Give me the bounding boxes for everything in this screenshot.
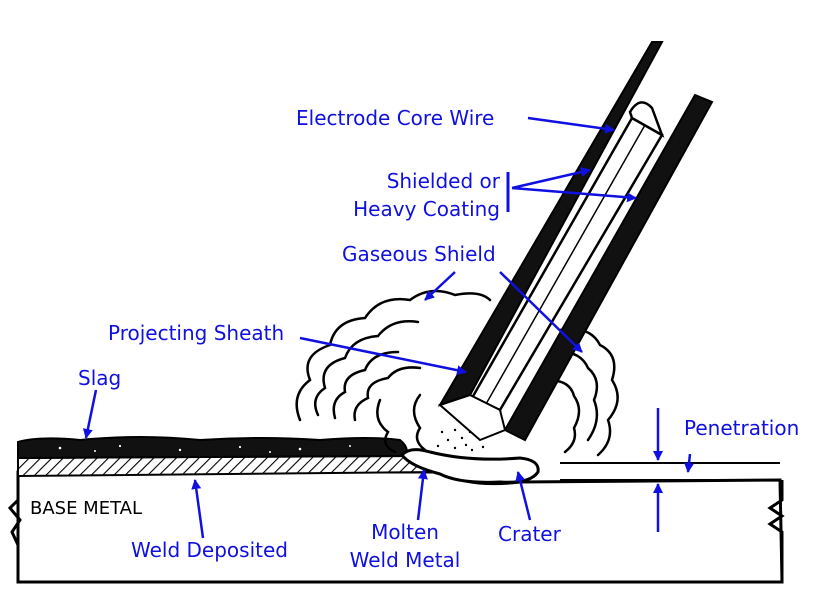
label-arrows xyxy=(82,116,694,539)
slag-layer xyxy=(17,436,408,460)
arrow-coating-1 xyxy=(511,167,591,190)
molten-weld-pool xyxy=(400,448,540,484)
label-slag: Slag xyxy=(78,366,122,390)
gaseous-shield xyxy=(295,289,619,457)
arrow-crater xyxy=(515,471,532,521)
label-gaseous-shield: Gaseous Shield xyxy=(342,242,496,266)
arrow-slag xyxy=(82,389,98,439)
label-crater: Crater xyxy=(498,522,561,546)
label-shielded-line1: Shielded or xyxy=(386,169,500,193)
label-projecting-sheath: Projecting Sheath xyxy=(108,321,285,345)
arrow-gaseous-1 xyxy=(424,271,456,301)
label-weld-deposited: Weld Deposited xyxy=(131,538,288,562)
label-penetration: Penetration xyxy=(684,416,800,440)
arrow-gaseous-2 xyxy=(499,271,583,353)
arrow-core-wire xyxy=(527,116,615,134)
label-base-metal: BASE METAL xyxy=(30,498,143,519)
arrow-sheath xyxy=(299,336,467,376)
label-molten-line2: Weld Metal xyxy=(349,548,461,572)
label-electrode-core-wire: Electrode Core Wire xyxy=(296,106,495,130)
weld-deposited-layer xyxy=(17,454,441,478)
arrow-weld-deposited xyxy=(191,479,205,539)
slag-speckles xyxy=(58,444,351,453)
arrow-coating-2 xyxy=(511,186,637,203)
label-shielded-line2: Heavy Coating xyxy=(353,197,500,221)
arrow-penetration xyxy=(684,453,694,473)
label-molten-line1: Molten xyxy=(371,520,439,544)
arrow-molten xyxy=(416,469,428,521)
